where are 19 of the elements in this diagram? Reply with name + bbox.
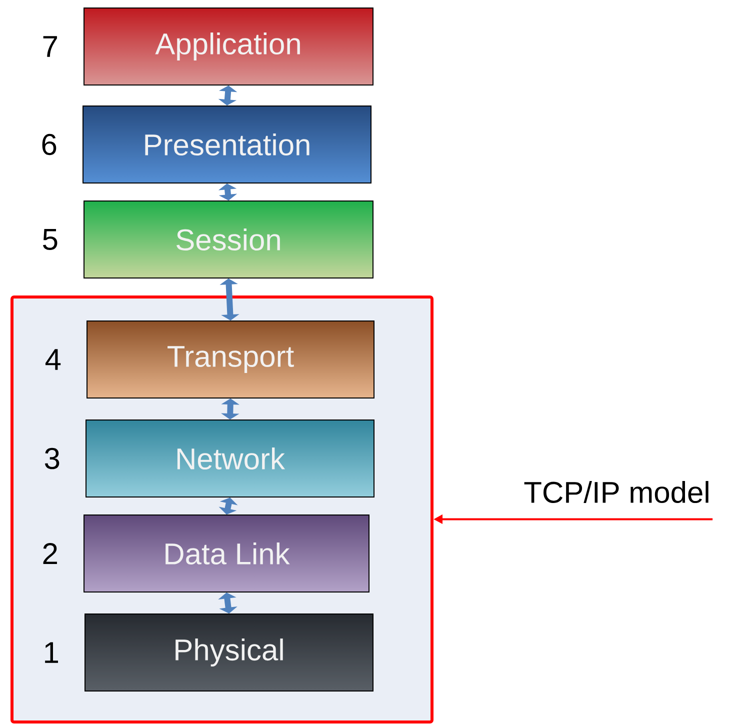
layer-box: Network bbox=[86, 420, 374, 498]
layer-number: 2 bbox=[43, 543, 57, 564]
layer-box: Physical bbox=[84, 614, 374, 692]
layer-number: 4 bbox=[45, 349, 61, 370]
double-arrow bbox=[220, 278, 240, 320]
layer-box: Transport bbox=[86, 320, 374, 398]
double-arrow bbox=[218, 184, 238, 200]
layer-box: Presentation bbox=[82, 106, 372, 184]
layer-box: Application bbox=[84, 8, 374, 86]
layer-box: Session bbox=[84, 200, 374, 278]
double-arrow bbox=[218, 592, 238, 614]
layer-number: 3 bbox=[44, 448, 60, 470]
annotation-text: TCP/IP model bbox=[524, 481, 708, 504]
layer-box: Data Link bbox=[84, 514, 370, 592]
layer-number: 6 bbox=[42, 134, 56, 156]
layer-number: 5 bbox=[43, 229, 58, 250]
double-arrow bbox=[221, 398, 240, 420]
layer-number: 1 bbox=[45, 642, 58, 663]
layer-number: 7 bbox=[43, 36, 57, 57]
